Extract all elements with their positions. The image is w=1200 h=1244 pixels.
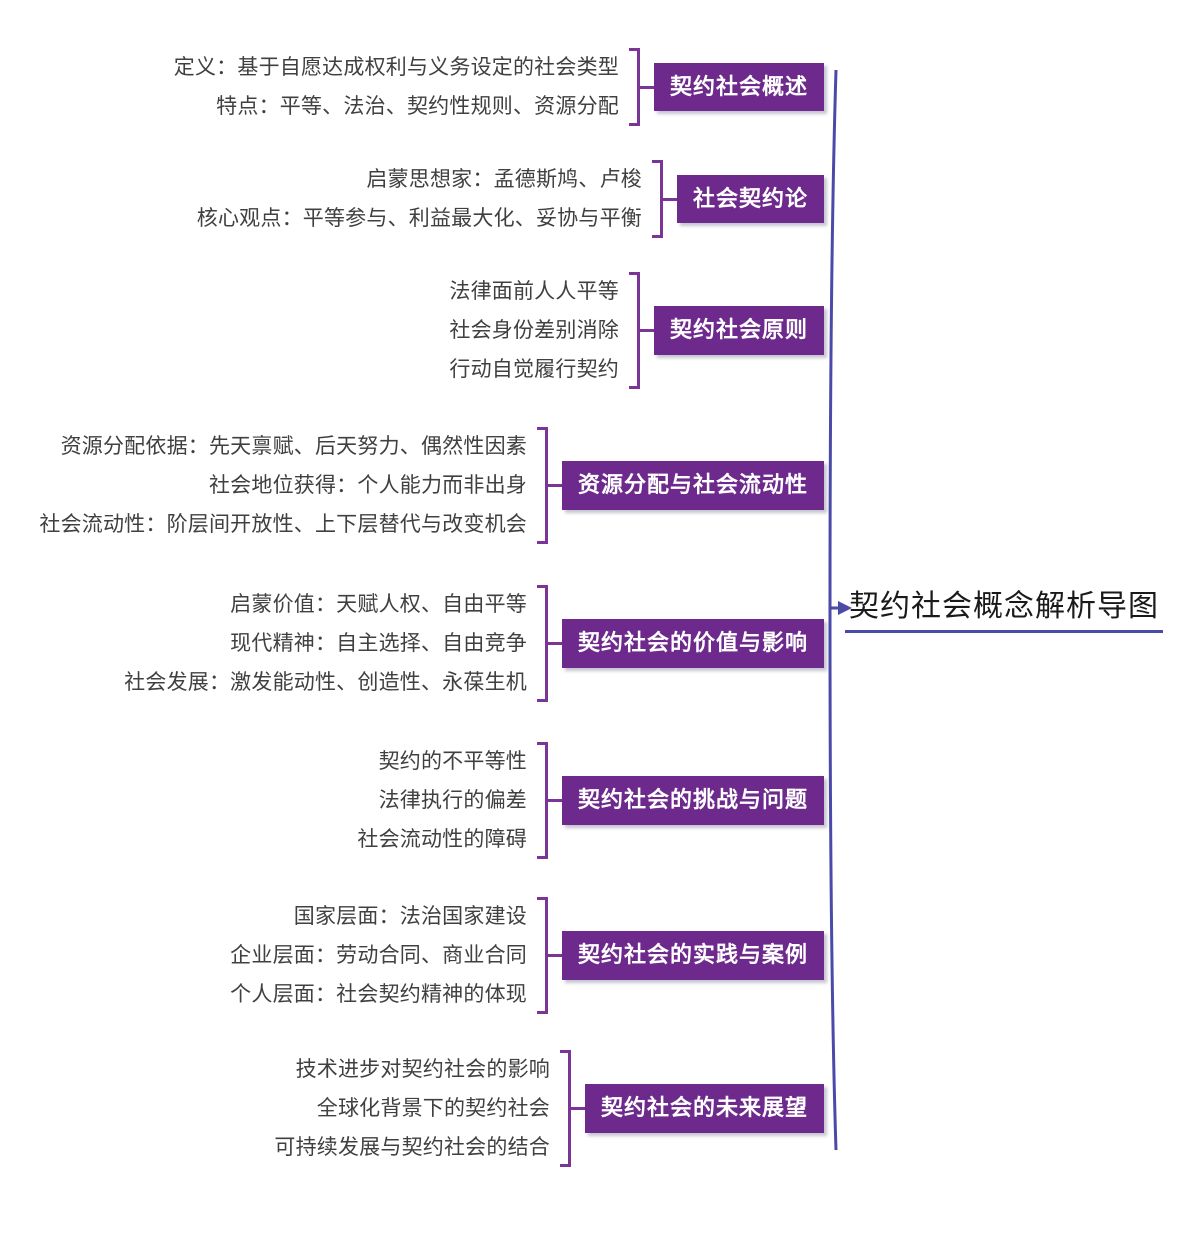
topic-node-6[interactable]: 契约社会的挑战与问题 [561, 776, 824, 825]
root-underline [845, 629, 1163, 633]
leaf-item[interactable]: 社会地位获得：个人能力而非出身 [208, 474, 527, 497]
leaf-group-7: 国家层面：法治国家建设 企业层面：劳动合同、商业合同 个人层面：社会契约精神的体… [230, 897, 537, 1014]
branch-bracket [536, 742, 548, 859]
topic-node-8[interactable]: 契约社会的未来展望 [584, 1084, 824, 1133]
leaf-item[interactable]: 个人层面：社会契约精神的体现 [230, 983, 527, 1006]
branch-stub [639, 329, 654, 332]
leaf-item[interactable]: 启蒙价值：天赋人权、自由平等 [230, 593, 527, 616]
root-node[interactable]: 契约社会概念解析导图 [845, 588, 1163, 633]
branch-stub [547, 642, 562, 645]
leaf-item[interactable]: 法律面前人人平等 [449, 280, 619, 303]
branch-bracket [559, 1050, 571, 1167]
branch-bracket [536, 585, 548, 702]
leaf-item[interactable]: 资源分配依据：先天禀赋、后天努力、偶然性因素 [60, 435, 527, 458]
branch-stub [547, 484, 562, 487]
leaf-item[interactable]: 契约的不平等性 [378, 750, 527, 773]
branch-row-5[interactable]: 启蒙价值：天赋人权、自由平等 现代精神：自主选择、自由竞争 社会发展：激发能动性… [0, 585, 824, 702]
leaf-item[interactable]: 全球化背景下的契约社会 [316, 1097, 550, 1120]
leaf-group-6: 契约的不平等性 法律执行的偏差 社会流动性的障碍 [357, 742, 537, 859]
topic-node-3[interactable]: 契约社会原则 [653, 306, 824, 355]
leaf-item[interactable]: 社会流动性：阶层间开放性、上下层替代与改变机会 [39, 513, 527, 536]
leaf-group-8: 技术进步对契约社会的影响 全球化背景下的契约社会 可持续发展与契约社会的结合 [274, 1050, 560, 1167]
leaf-group-1: 定义：基于自愿达成权利与义务设定的社会类型 特点：平等、法治、契约性规则、资源分… [174, 48, 629, 126]
branch-row-6[interactable]: 契约的不平等性 法律执行的偏差 社会流动性的障碍 契约社会的挑战与问题 [0, 742, 824, 859]
trunk-line [828, 69, 838, 1151]
leaf-item[interactable]: 可持续发展与契约社会的结合 [274, 1136, 550, 1159]
branch-row-4[interactable]: 资源分配依据：先天禀赋、后天努力、偶然性因素 社会地位获得：个人能力而非出身 社… [0, 427, 824, 544]
leaf-item[interactable]: 核心观点：平等参与、利益最大化、妥协与平衡 [196, 207, 642, 230]
leaf-item[interactable]: 行动自觉履行契约 [449, 358, 619, 381]
leaf-group-2: 启蒙思想家：孟德斯鸠、卢梭 核心观点：平等参与、利益最大化、妥协与平衡 [197, 160, 652, 238]
leaf-group-5: 启蒙价值：天赋人权、自由平等 现代精神：自主选择、自由竞争 社会发展：激发能动性… [124, 585, 537, 702]
branch-stub [570, 1107, 585, 1110]
branch-bracket [628, 272, 640, 389]
leaf-item[interactable]: 启蒙思想家：孟德斯鸠、卢梭 [366, 168, 642, 191]
branch-bracket [536, 427, 548, 544]
branch-bracket [628, 48, 640, 126]
branch-row-7[interactable]: 国家层面：法治国家建设 企业层面：劳动合同、商业合同 个人层面：社会契约精神的体… [0, 897, 824, 1014]
branch-stub [547, 799, 562, 802]
branch-bracket [536, 897, 548, 1014]
root-title: 契约社会概念解析导图 [849, 590, 1159, 623]
leaf-item[interactable]: 现代精神：自主选择、自由竞争 [230, 632, 527, 655]
leaf-item[interactable]: 法律执行的偏差 [378, 789, 527, 812]
leaf-item[interactable]: 社会流动性的障碍 [357, 828, 527, 851]
branch-stub [547, 954, 562, 957]
branch-stub [639, 85, 654, 89]
branch-row-3[interactable]: 法律面前人人平等 社会身份差别消除 行动自觉履行契约 契约社会原则 [0, 272, 824, 389]
branch-row-1[interactable]: 定义：基于自愿达成权利与义务设定的社会类型 特点：平等、法治、契约性规则、资源分… [0, 48, 824, 126]
topic-node-5[interactable]: 契约社会的价值与影响 [561, 619, 824, 668]
leaf-item[interactable]: 定义：基于自愿达成权利与义务设定的社会类型 [173, 56, 619, 79]
branch-row-8[interactable]: 技术进步对契约社会的影响 全球化背景下的契约社会 可持续发展与契约社会的结合 契… [0, 1050, 824, 1167]
leaf-group-3: 法律面前人人平等 社会身份差别消除 行动自觉履行契约 [449, 272, 629, 389]
leaf-item[interactable]: 社会身份差别消除 [449, 319, 619, 342]
branch-row-2[interactable]: 启蒙思想家：孟德斯鸠、卢梭 核心观点：平等参与、利益最大化、妥协与平衡 社会契约… [0, 160, 824, 238]
leaf-item[interactable]: 特点：平等、法治、契约性规则、资源分配 [216, 95, 619, 118]
leaf-item[interactable]: 企业层面：劳动合同、商业合同 [230, 944, 527, 967]
branch-stub [662, 197, 677, 201]
leaf-item[interactable]: 社会发展：激发能动性、创造性、永葆生机 [124, 671, 527, 694]
topic-node-7[interactable]: 契约社会的实践与案例 [561, 931, 824, 980]
branch-bracket [651, 160, 663, 238]
leaf-item[interactable]: 技术进步对契约社会的影响 [295, 1058, 550, 1081]
topic-node-2[interactable]: 社会契约论 [676, 174, 824, 224]
leaf-item[interactable]: 国家层面：法治国家建设 [293, 905, 527, 928]
topic-node-4[interactable]: 资源分配与社会流动性 [561, 461, 824, 510]
topic-node-1[interactable]: 契约社会概述 [653, 62, 824, 112]
leaf-group-4: 资源分配依据：先天禀赋、后天努力、偶然性因素 社会地位获得：个人能力而非出身 社… [39, 427, 537, 544]
